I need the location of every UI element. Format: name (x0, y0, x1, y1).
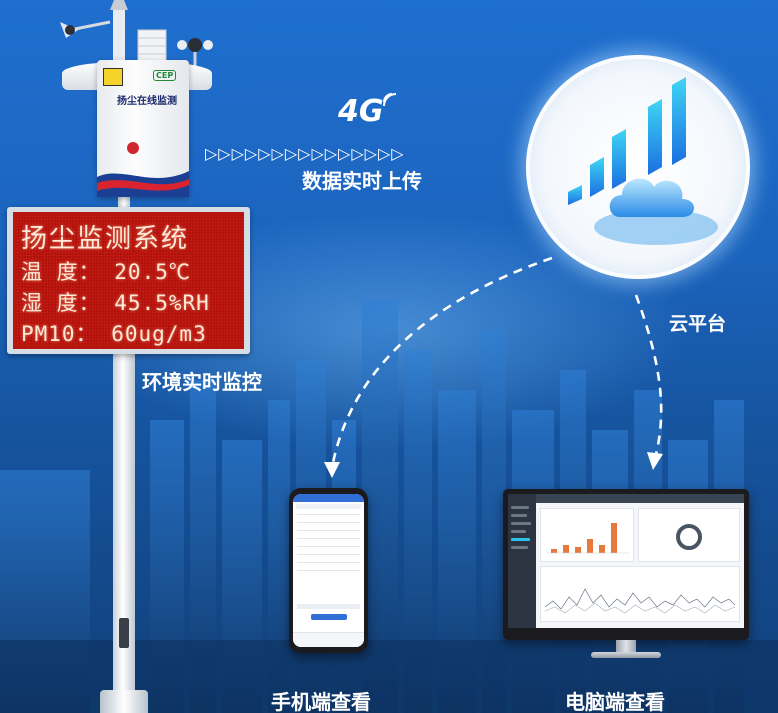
smartphone (289, 488, 368, 653)
phone-table-header (296, 504, 361, 509)
led-temperature: 温 度： 20.5℃ (21, 260, 191, 284)
cloud-caption: 云平台 (669, 313, 727, 335)
desktop-monitor (503, 489, 749, 658)
pole-base (100, 690, 148, 713)
weather-sensors (60, 0, 213, 70)
dashboard-line-chart (540, 566, 740, 622)
enclosure-label: 扬尘在线监测 (117, 96, 177, 107)
dashboard-gauge-card (638, 508, 740, 562)
company-logo-icon (127, 142, 139, 154)
led-screen: 扬尘监测系统 温 度： 20.5℃ 湿 度： 45.5%RH PM10： 60u… (13, 212, 244, 349)
cep-badge: CEP (153, 70, 177, 81)
monitor-screen (508, 494, 744, 628)
phone-screen (293, 494, 364, 647)
phone-tab-bar (293, 632, 364, 647)
monitor-stand (591, 652, 661, 658)
dashboard-topbar (536, 494, 744, 503)
desktop-caption: 电脑端查看 (565, 690, 665, 713)
station-pole (113, 350, 135, 700)
led-humidity: 湿 度： 45.5%RH (21, 291, 210, 315)
led-title: 扬尘监测系统 (21, 224, 190, 254)
dashboard-sidebar (508, 494, 536, 628)
phone-caption: 手机端查看 (271, 690, 371, 713)
upload-caption: 数据实时上传 (302, 169, 422, 193)
wifi-signal-icon (383, 93, 397, 107)
cloud-chart-icon (568, 77, 718, 245)
warning-sign-icon (103, 68, 123, 86)
monitor-enclosure: CEP 扬尘在线监测 (97, 60, 189, 197)
monitor-neck (616, 640, 636, 654)
enclosure-wave-stripe (97, 171, 189, 197)
upload-arrows: ▷▷▷▷▷▷▷▷▷▷▷▷▷▷▷ (205, 144, 405, 163)
phone-action-button (311, 614, 347, 620)
network-label: 4G (338, 94, 384, 129)
led-pm10: PM10： 60ug/m3 (21, 322, 207, 346)
cloud-platform-circle (526, 55, 750, 279)
phone-pagination (297, 604, 360, 609)
led-display-board: 扬尘监测系统 温 度： 20.5℃ 湿 度： 45.5%RH PM10： 60u… (7, 207, 250, 354)
dashboard-bar-chart (540, 508, 634, 562)
station-caption: 环境实时监控 (142, 370, 262, 394)
phone-app-header (293, 494, 364, 502)
pole-door (119, 618, 129, 648)
